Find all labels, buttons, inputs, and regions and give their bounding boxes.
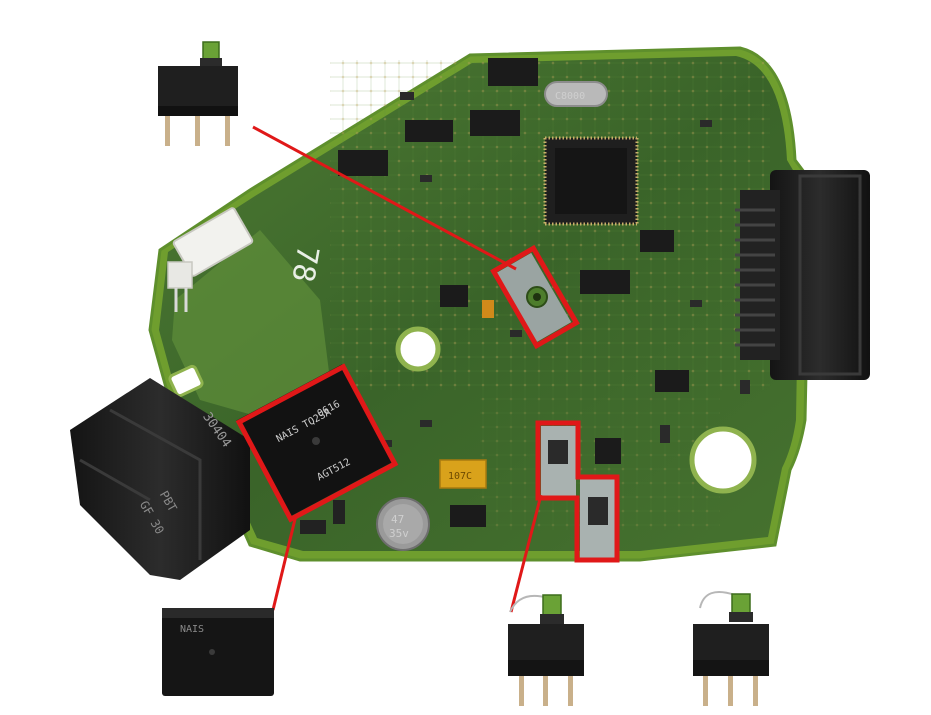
highlight-bottom-switches: [535, 420, 620, 563]
board-number-silkscreen: 78: [284, 243, 325, 285]
highlight-top-switch: [490, 244, 580, 350]
electrolytic-capacitor: 47 35v: [376, 497, 430, 551]
board-switch-bottom-left: [541, 426, 576, 496]
tantalum-capacitor: 107C: [439, 459, 487, 489]
loose-switch-bottom-right: [693, 591, 769, 706]
svg-text:35v: 35v: [389, 527, 409, 540]
right-connector: [735, 170, 870, 380]
microcontroller-chip: [543, 136, 639, 226]
svg-text:C8000: C8000: [555, 91, 585, 102]
board-switch-bottom-right: [580, 478, 616, 558]
svg-text:47: 47: [391, 513, 404, 526]
svg-text:107C: 107C: [448, 471, 472, 482]
loose-switch-bottom-middle: [508, 594, 584, 706]
crystal-oscillator: C8000: [544, 81, 608, 107]
loose-switch-top-left: [158, 41, 238, 146]
highlight-boxes: [235, 244, 620, 563]
soic-chips: [338, 58, 689, 527]
board-cutout: [168, 364, 204, 398]
callout-lines: [252, 125, 543, 613]
mounting-hole-left: [395, 326, 441, 372]
highlight-relay: [235, 363, 399, 523]
svg-text:NAIS: NAIS: [180, 624, 204, 635]
board-switch-top: [494, 252, 572, 344]
white-pin-header: [167, 207, 254, 312]
loose-relay: NAIS: [162, 608, 274, 696]
left-connector: 30404 PBT GF 30: [70, 378, 250, 580]
mounting-hole-right: [689, 426, 757, 494]
